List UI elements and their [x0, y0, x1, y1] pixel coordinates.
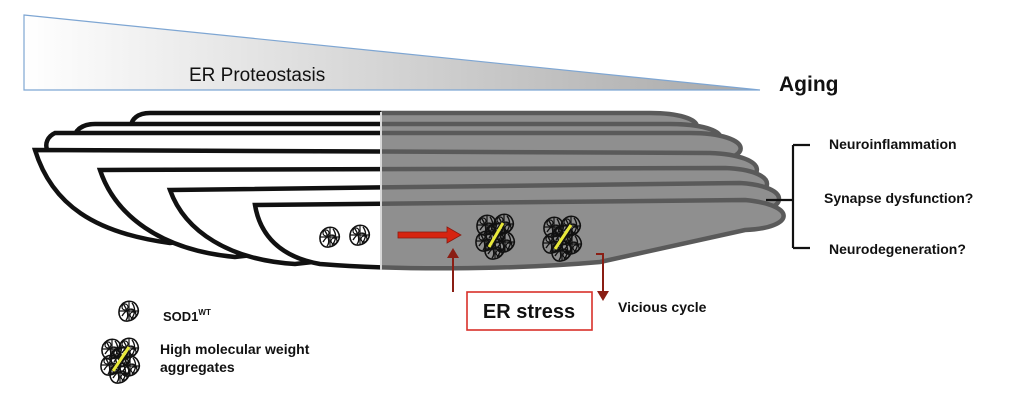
- vicious-cycle-arrowhead: [597, 291, 609, 301]
- aggregate-icon: [476, 214, 515, 259]
- outcome-neurodegeneration: Neurodegeneration?: [829, 241, 966, 257]
- er-cisternae-healthy: [31, 110, 381, 270]
- er-stress-arrowhead: [447, 248, 459, 258]
- vicious-cycle-label: Vicious cycle: [618, 299, 707, 315]
- legend-sod1-superscript: WT: [198, 308, 211, 317]
- legend-sod1-icon: [118, 300, 140, 322]
- vicious-cycle-arrow: [596, 253, 604, 293]
- er-stress-label: ER stress: [483, 301, 575, 323]
- aggregation-arrow: [397, 226, 462, 244]
- legend-aggregate-icon: [101, 338, 140, 383]
- outcome-neuroinflammation: Neuroinflammation: [829, 136, 957, 152]
- aging-label: Aging: [779, 73, 838, 96]
- proteostasis-gradient-wedge: [23, 14, 761, 91]
- er-stress-box: [466, 291, 593, 331]
- legend-aggregate-label-line2: aggregates: [160, 359, 235, 375]
- aggregate-icon: [543, 216, 582, 261]
- outcome-synapse-dysfunction: Synapse dysfunction?: [824, 190, 973, 206]
- legend-aggregate-label-line1: High molecular weight: [160, 341, 310, 357]
- legend-sod1-label: SOD1WT: [163, 308, 211, 324]
- outcome-bracket: [766, 143, 810, 250]
- legend-sod1-main: SOD1: [163, 309, 198, 324]
- proteostasis-label: ER Proteostasis: [189, 65, 325, 86]
